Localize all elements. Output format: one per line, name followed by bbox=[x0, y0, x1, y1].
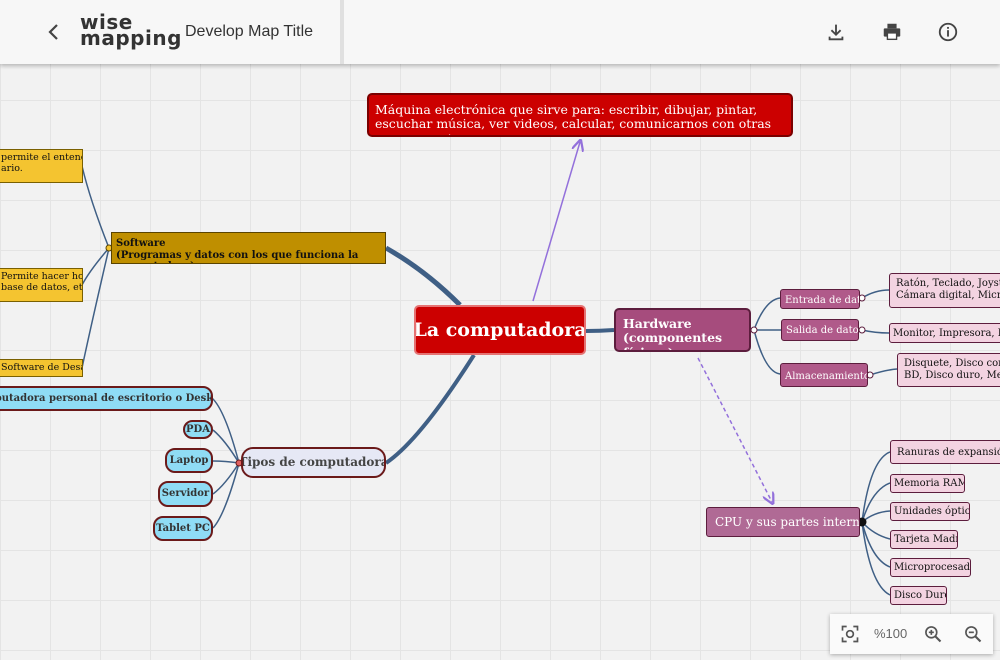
software-item-applications[interactable]: Permite hacer hojas de base de datos, et… bbox=[0, 268, 83, 302]
description-line-2: escuchar música, ver videos, calcular, c… bbox=[375, 116, 772, 135]
tipo-item-pda[interactable]: PDA bbox=[183, 420, 213, 439]
back-icon bbox=[48, 24, 58, 40]
fit-screen-icon bbox=[841, 625, 859, 643]
hardware-sub-storage[interactable]: Almacenamiento bbox=[780, 363, 868, 387]
download-icon bbox=[828, 24, 844, 41]
print-button[interactable] bbox=[878, 18, 906, 46]
cpu-item-hard-drive[interactable]: Disco Duro bbox=[890, 586, 947, 605]
cpu-item-motherboard[interactable]: Tarjeta Madre bbox=[890, 530, 958, 549]
cpu-item-text: Microprocesador bbox=[894, 562, 971, 573]
software-line-1: Software bbox=[116, 238, 166, 249]
hardware-sub-output[interactable]: Salida de datos bbox=[781, 319, 859, 341]
info-button[interactable] bbox=[934, 18, 962, 46]
back-button[interactable] bbox=[40, 18, 68, 46]
hardware-sub-label: Entrada de datos bbox=[785, 295, 859, 306]
hardware-leaf-text: Monitor, Impresora, Bocinas bbox=[893, 328, 1000, 339]
tipo-item-text: Servidor bbox=[161, 488, 210, 499]
cpu-item-text: Tarjeta Madre bbox=[894, 534, 957, 545]
hardware-sub-input[interactable]: Entrada de datos bbox=[780, 289, 860, 309]
hardware-line-2: (componentes físicos) bbox=[623, 330, 723, 350]
hardware-leaf-input-devices[interactable]: Ratón, Teclado, Joystick Cámara digital,… bbox=[889, 273, 1000, 308]
fit-screen-button[interactable] bbox=[838, 622, 862, 646]
cpu-item-ram[interactable]: Memoria RAM bbox=[890, 474, 965, 493]
tipo-item-text: Tablet PC bbox=[156, 522, 210, 534]
tipo-item-tablet[interactable]: Tablet PC bbox=[153, 516, 213, 541]
zoom-level: %100 bbox=[874, 626, 908, 641]
zoom-in-button[interactable] bbox=[921, 622, 945, 646]
zoom-out-icon bbox=[965, 626, 982, 643]
cpu-label: CPU y sus partes internas bbox=[715, 514, 860, 529]
tipos-label: Tipos de computadora bbox=[241, 455, 386, 470]
tipo-item-desktop[interactable]: Computadora personal de escritorio o Des… bbox=[0, 386, 213, 411]
logo-line-2: mapping bbox=[80, 26, 182, 50]
top-toolbar: wise mapping Develop Map Title bbox=[0, 0, 1000, 64]
hardware-sub-label: Salida de datos bbox=[786, 325, 859, 336]
cpu-item-optical-drives[interactable]: Unidades ópticas bbox=[890, 502, 970, 521]
hardware-leaf-output-devices[interactable]: Monitor, Impresora, Bocinas bbox=[889, 323, 1000, 343]
map-title[interactable]: Develop Map Title bbox=[185, 23, 314, 40]
hardware-leaf-storage-devices[interactable]: Disquete, Disco compacto BD, Disco duro,… bbox=[897, 353, 1000, 387]
software-item-text: Software de Desarrollo bbox=[1, 362, 82, 373]
software-item-development[interactable]: Software de Desarrollo bbox=[0, 359, 83, 377]
central-topic[interactable]: La computadora bbox=[414, 305, 586, 355]
hardware-leaf-text: Ratón, Teclado, Joystick bbox=[896, 278, 1000, 289]
software-item-text: Permite hacer hojas de bbox=[1, 271, 83, 282]
tipo-item-text: Computadora personal de escritorio o Des… bbox=[0, 392, 213, 404]
info-icon bbox=[938, 22, 958, 42]
cpu-item-text: Disco Duro bbox=[894, 590, 947, 601]
zoom-controls: %100 bbox=[830, 614, 993, 654]
hardware-topic[interactable]: Hardware (componentes físicos) bbox=[614, 308, 751, 352]
tipos-topic[interactable]: Tipos de computadora bbox=[241, 447, 386, 478]
tipo-item-text: PDA bbox=[186, 423, 210, 435]
zoom-out-button[interactable] bbox=[961, 622, 985, 646]
wisemapping-logo: wise mapping bbox=[80, 10, 182, 50]
zoom-in-icon bbox=[925, 626, 942, 643]
hardware-leaf-text: Disquete, Disco compacto bbox=[904, 358, 1000, 369]
software-item-os[interactable]: permite el entendimiento ario. bbox=[0, 149, 83, 183]
cpu-item-text: Unidades ópticas bbox=[894, 506, 970, 517]
tipo-item-laptop[interactable]: Laptop bbox=[165, 448, 213, 473]
software-item-text: permite el entendimiento bbox=[1, 152, 82, 163]
cpu-item-microprocessor[interactable]: Microprocesador bbox=[890, 558, 971, 577]
cpu-item-text: Ranuras de expansión o bbox=[897, 447, 1000, 458]
toolbar-divider bbox=[340, 0, 344, 64]
tipo-item-text: Laptop bbox=[169, 454, 209, 466]
logo-line-1: wise bbox=[80, 10, 133, 34]
software-line-2: (Programas y datos con los que funciona … bbox=[116, 249, 359, 264]
software-item-text: ario. bbox=[1, 162, 23, 174]
software-topic[interactable]: Software (Programas y datos con los que … bbox=[111, 232, 386, 264]
central-topic-label: La computadora bbox=[414, 318, 586, 341]
hardware-sub-label: Almacenamiento bbox=[785, 371, 868, 382]
description-node[interactable]: Máquina electrónica que sirve para: escr… bbox=[367, 93, 793, 137]
print-icon bbox=[883, 23, 901, 41]
hardware-leaf-text: Cámara digital, Micrófono bbox=[896, 289, 1000, 301]
software-item-text: base de datos, etc. bbox=[1, 281, 83, 293]
tipo-item-server[interactable]: Servidor bbox=[158, 481, 213, 507]
hardware-line-1: Hardware bbox=[623, 316, 692, 331]
description-line-1: Máquina electrónica que sirve para: escr… bbox=[375, 102, 758, 117]
hardware-leaf-text: BD, Disco duro, Memoria bbox=[904, 369, 1000, 381]
cpu-item-text: Memoria RAM bbox=[894, 478, 965, 489]
cpu-item-expansion-slots[interactable]: Ranuras de expansión o bbox=[890, 440, 1000, 464]
download-button[interactable] bbox=[822, 18, 850, 46]
cpu-topic[interactable]: CPU y sus partes internas bbox=[706, 507, 860, 537]
